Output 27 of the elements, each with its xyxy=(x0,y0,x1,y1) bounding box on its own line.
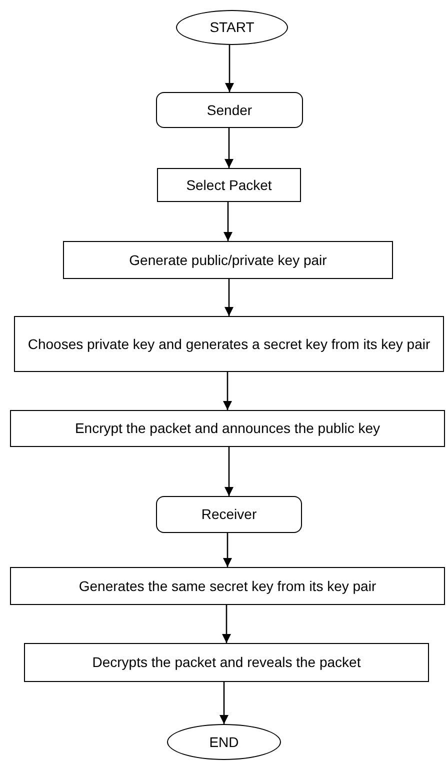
process-box xyxy=(10,567,445,605)
node-label: Generates the same secret key from its key pair xyxy=(78,576,376,596)
node-label: Encrypt the packet and announces the public key xyxy=(74,419,380,438)
node-label: START xyxy=(210,18,254,37)
process-box xyxy=(10,410,445,447)
arrow xyxy=(224,447,234,496)
arrow xyxy=(222,533,232,567)
arrow xyxy=(224,45,234,92)
process-box xyxy=(14,316,444,372)
arrow xyxy=(224,279,234,316)
process-box xyxy=(24,643,429,682)
process-box xyxy=(157,168,301,202)
arrow xyxy=(219,682,229,724)
arrow xyxy=(222,372,232,410)
node-label: Receiver xyxy=(201,505,257,524)
arrow xyxy=(224,128,234,168)
node-label: Sender xyxy=(206,100,252,120)
process-box xyxy=(63,241,393,279)
node-label: Chooses private key and generates a secret key from its key pair xyxy=(28,334,430,354)
node-label: Decrypts the packet and reveals the packet xyxy=(92,653,361,672)
arrow xyxy=(223,202,233,241)
node-label: END xyxy=(209,732,239,752)
node-label: Select Packet xyxy=(186,176,272,194)
arrow xyxy=(222,605,232,643)
process-box xyxy=(156,496,302,533)
process-box xyxy=(156,92,303,128)
node-label: Generate public/private key pair xyxy=(129,250,327,270)
